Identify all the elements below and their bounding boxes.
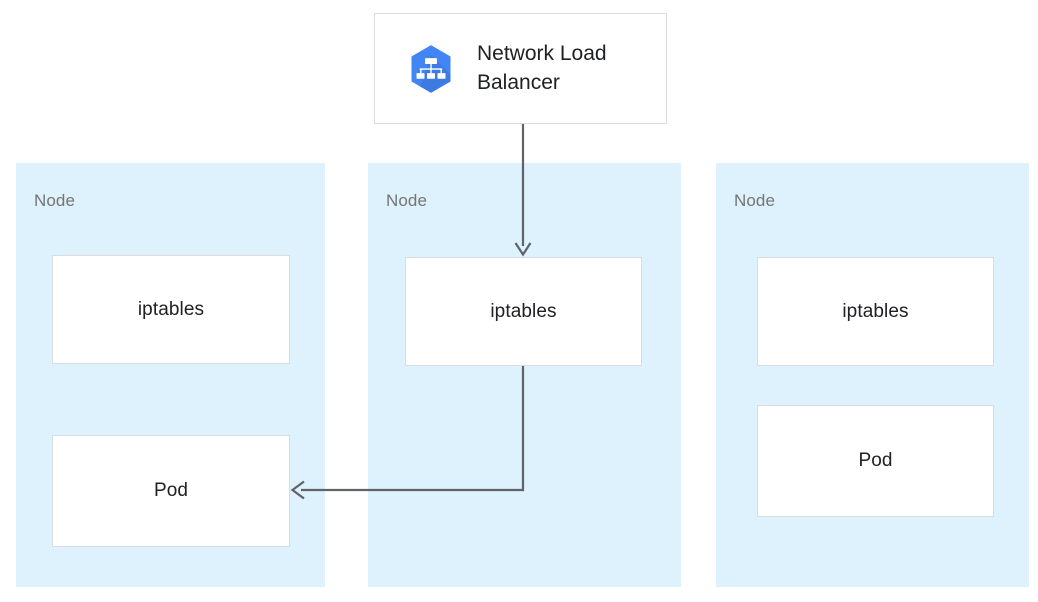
node-1-iptables-box[interactable]: iptables (52, 255, 290, 364)
node-1-pod-label: Pod (153, 480, 189, 502)
node-3-pod-box[interactable]: Pod (757, 405, 994, 517)
network-load-balancer-title: Network Load Balancer (477, 40, 607, 97)
node-panel-3: Node (716, 163, 1029, 587)
node-3-iptables-box[interactable]: iptables (757, 257, 994, 366)
node-1-iptables-label: iptables (137, 298, 205, 320)
node-label-1: Node (34, 191, 76, 210)
node-2-iptables-label: iptables (490, 300, 557, 322)
network-load-balancer-icon (411, 44, 451, 93)
node-panel-2: Node (368, 163, 681, 587)
node-1-pod-box[interactable]: Pod (52, 435, 290, 547)
network-load-balancer-card[interactable]: Network Load Balancer (374, 13, 667, 124)
node-3-pod-label: Pod (858, 450, 893, 472)
lb-title-line-1: Network Load (477, 42, 607, 66)
node-3-iptables-label: iptables (842, 300, 909, 322)
node-label-2: Node (386, 191, 428, 210)
lb-title-line-2: Balancer (477, 70, 560, 94)
node-2-iptables-box[interactable]: iptables (405, 257, 642, 366)
node-label-3: Node (734, 191, 776, 210)
